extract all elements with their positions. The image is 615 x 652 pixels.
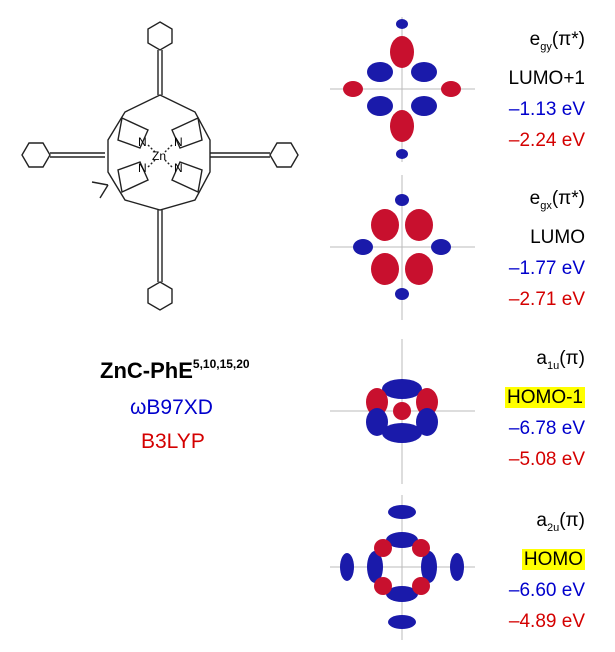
- zinc-atom: Zn: [152, 149, 166, 163]
- energy-first-method: –1.13 eV: [508, 98, 585, 120]
- right-phenyl-ring: [269, 142, 299, 168]
- orbital-symmetry: a1u(π): [536, 348, 585, 372]
- orbital-name: LUMO+1: [508, 67, 585, 89]
- orbital-name: LUMO: [530, 226, 585, 248]
- energy-second-method: –2.24 eV: [508, 129, 585, 151]
- orbital-picture-lumo-plus-1: [330, 17, 475, 162]
- method-first: ωB97XD: [130, 396, 213, 419]
- top-phenyl-ring: [147, 21, 173, 51]
- molecule-title: ZnC-PhE5,10,15,20: [100, 356, 250, 384]
- molecule-positions: 5,10,15,20: [192, 356, 250, 371]
- orbital-name: HOMO: [521, 548, 585, 570]
- orbital-label-lumo-plus-1: egy(π*) LUMO+1 –1.13 eV –2.24 eV: [508, 24, 585, 156]
- orbital-picture-lumo: [330, 175, 475, 320]
- molecular-structure: Zn N N N N: [21, 21, 299, 311]
- nitrogen-atom: N: [138, 161, 147, 175]
- nitrogen-atom: N: [174, 161, 183, 175]
- orbital-label-homo-minus-1: a1u(π) HOMO-1 –6.78 eV –5.08 eV: [505, 343, 585, 475]
- orbital-symmetry: egx(π*): [529, 188, 585, 212]
- energy-second-method: –2.71 eV: [508, 288, 585, 310]
- energy-first-method: –1.77 eV: [508, 257, 585, 279]
- orbital-label-lumo: egx(π*) LUMO –1.77 eV –2.71 eV: [509, 183, 585, 315]
- left-phenyl-ring: [21, 142, 51, 168]
- nitrogen-atom: N: [138, 135, 147, 149]
- orbital-name: HOMO-1: [505, 386, 585, 408]
- porphyrin-outer: [107, 94, 211, 211]
- bottom-phenyl-ring: [147, 281, 173, 311]
- energy-first-method: –6.78 eV: [508, 417, 585, 439]
- orbital-picture-homo: [330, 495, 475, 640]
- molecule-name: ZnC-PhE: [100, 358, 193, 383]
- orbital-symmetry: egy(π*): [529, 29, 585, 53]
- orbital-symmetry: a2u(π): [536, 510, 585, 534]
- nitrogen-atom: N: [174, 135, 183, 149]
- energy-second-method: –4.89 eV: [508, 610, 585, 632]
- method-second: B3LYP: [141, 430, 205, 453]
- orbital-picture-homo-minus-1: [330, 339, 475, 484]
- energy-second-method: –5.08 eV: [508, 448, 585, 470]
- orbital-label-homo: a2u(π) HOMO –6.60 eV –4.89 eV: [509, 505, 585, 637]
- energy-first-method: –6.60 eV: [508, 579, 585, 601]
